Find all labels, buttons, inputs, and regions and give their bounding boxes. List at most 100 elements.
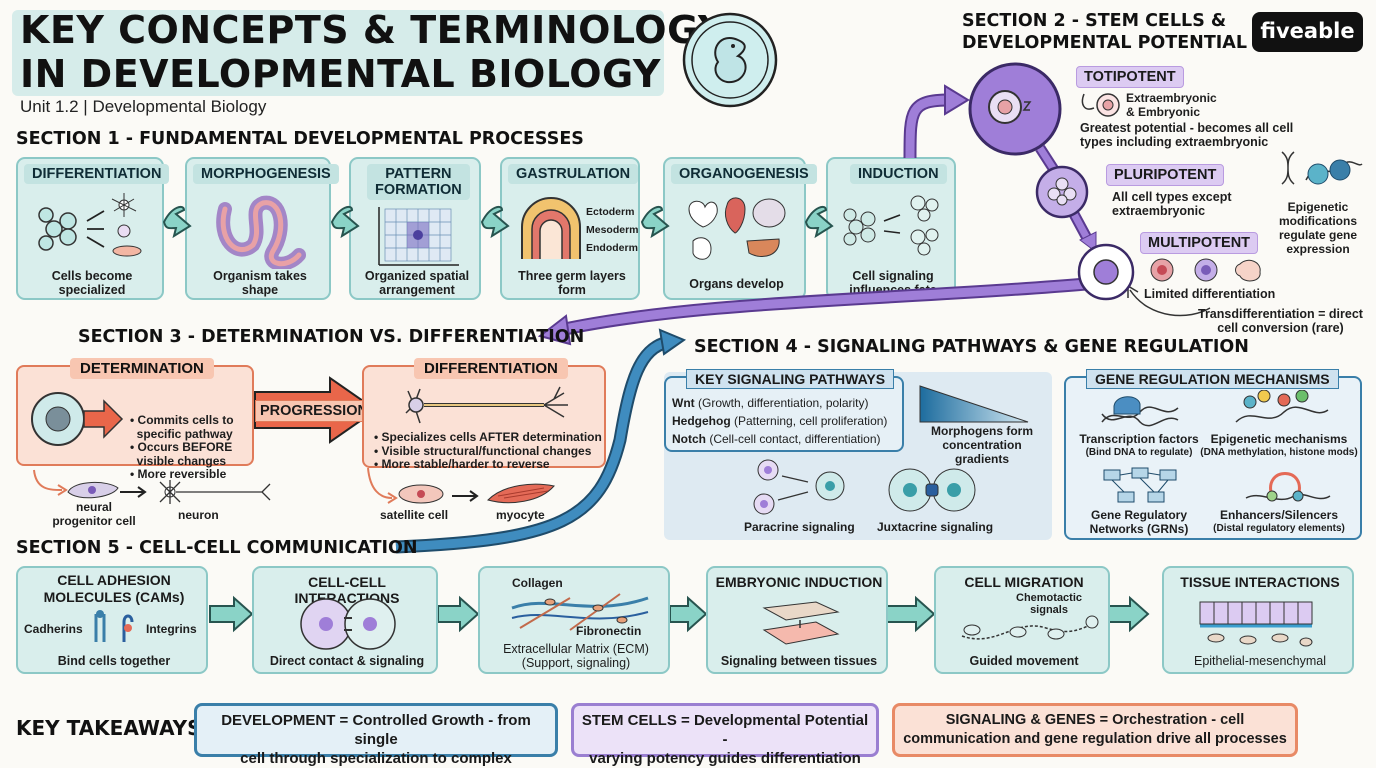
cadherins-label: Cadherins [24, 622, 83, 636]
arrow-icon [209, 595, 254, 633]
myocyte-icon [487, 483, 555, 504]
mig-label: CELL MIGRATION [964, 574, 1084, 590]
process-card-organogenesis: ORGANOGENESIS Organs develop [663, 157, 817, 300]
neuron-label: neuron [178, 508, 219, 522]
arrow-icon [330, 205, 360, 239]
layer-endoderm: Endoderm [586, 242, 638, 254]
takeaway-stem-cells: STEM CELLS = Developmental Potential -va… [571, 703, 879, 767]
myocyte-label: myocyte [496, 508, 545, 522]
section2-title: SECTION 2 - STEM CELLS &DEVELOPMENTAL PO… [962, 11, 1247, 53]
signaling-pathways-card: KEY SIGNALING PATHWAYS Wnt (Growth, diff… [664, 369, 904, 452]
card-label: DIFFERENTIATION [24, 164, 170, 184]
pattern-grid-icon [378, 207, 459, 266]
gastrula-icon [521, 197, 581, 259]
section3-title: SECTION 3 - DETERMINATION VS. DIFFERENTI… [78, 327, 585, 347]
cell-types-icon [1150, 258, 1261, 282]
tf-sub: (Bind DNA to regulate) [1085, 447, 1193, 458]
card-label: INDUCTION [850, 164, 947, 184]
organs-icon [688, 197, 786, 260]
epigenetic-mechanism-icon [1235, 390, 1329, 423]
multipotent-cell-icon [1077, 243, 1135, 301]
process-card-gastrulation: GASTRULATION Ectoderm Mesoderm Endoderm … [500, 157, 640, 300]
cci-caption: Direct contact & signaling [269, 654, 425, 668]
migration-path-icon [961, 615, 1099, 640]
differentiation-card: DIFFERENTIATION • Specializes cells AFTE… [362, 358, 606, 471]
takeaways-title: KEY TAKEAWAYS [16, 716, 202, 740]
section1-title: SECTION 1 - FUNDAMENTAL DEVELOPMENTAL PR… [16, 129, 584, 149]
paracrine-icon [753, 459, 845, 515]
determination-card: DETERMINATION • Commits cells to specifi… [16, 358, 254, 481]
totipotent-label: TOTIPOTENT [1076, 66, 1184, 88]
embryonic-induction-card: EMBRYONIC INDUCTION Signaling between ti… [706, 566, 888, 674]
gradient-wedge-icon [919, 385, 1029, 423]
tis-caption: Epithelial-mesenchymal [1193, 654, 1326, 668]
satellite-label: satellite cell [380, 508, 449, 522]
juxtacrine-icon [888, 468, 976, 512]
grn-icon [1103, 467, 1177, 503]
arrow-icon [1107, 595, 1150, 633]
title-line-1: KEY CONCEPTS & TERMINOLOGY [20, 8, 726, 52]
card-caption: Organs develop [689, 277, 784, 291]
cam-caption: Bind cells together [57, 654, 171, 668]
pathways-label: KEY SIGNALING PATHWAYS [686, 369, 895, 389]
arrow-icon [437, 595, 480, 633]
differentiation-label: DIFFERENTIATION [414, 358, 568, 379]
satellite-cell-icon [398, 484, 444, 504]
ecm-card: Collagen Fibronectin Extracellular Matri… [478, 566, 670, 674]
paracrine-label: Paracrine signaling [744, 520, 855, 534]
page-subtitle: Unit 1.2 | Developmental Biology [20, 97, 267, 116]
totipotent-note: Extraembryonic& Embryonic [1126, 91, 1217, 119]
arrow-icon [480, 205, 510, 239]
fiveable-logo[interactable]: fiveable [1252, 12, 1363, 52]
epi-title: Epigenetic mechanisms [1210, 432, 1348, 446]
tis-label: TISSUE INTERACTIONS [1180, 574, 1340, 590]
adhesion-molecules-icon [94, 610, 134, 642]
neuron-icon [405, 386, 568, 424]
transcription-factor-icon [1101, 396, 1179, 427]
card-label: ORGANOGENESIS [671, 164, 817, 184]
enh-sub: (Distal regulatory elements) [1213, 523, 1345, 534]
juxtacrine-label: Juxtacrine signaling [877, 520, 994, 534]
tissue-interactions-card: TISSUE INTERACTIONS Epithelial-mesenchym… [1162, 566, 1354, 674]
embryo-icon [682, 12, 778, 108]
layer-mesoderm: Mesoderm [586, 224, 639, 236]
page-title: KEY CONCEPTS & TERMINOLOGY IN DEVELOPMEN… [20, 8, 726, 96]
tf-title: Transcription factors [1079, 432, 1199, 446]
neuron-small-icon [159, 480, 271, 504]
section4-title: SECTION 4 - SIGNALING PATHWAYS & GENE RE… [694, 337, 1249, 357]
pluripotent-cell-icon [1035, 165, 1089, 219]
ecm-fibers-icon [511, 593, 649, 631]
cell-cell-interactions-card: CELL-CELL INTERACTIONS Direct contact & … [252, 566, 438, 674]
layer-ectoderm: Ectoderm [586, 206, 635, 218]
card-label: MORPHOGENESIS [193, 164, 339, 184]
integrins-label: Integrins [146, 622, 197, 636]
card-label: GASTRULATION [508, 164, 639, 184]
title-banner [12, 10, 664, 96]
epi-sub: (DNA methylation, histone mods) [1200, 447, 1358, 458]
section5-title: SECTION 5 - CELL-CELL COMMUNICATION [16, 538, 418, 558]
mig-caption: Guided movement [969, 654, 1079, 668]
pluripotent-label: PLURIPOTENT [1106, 164, 1225, 186]
arrow-icon [885, 595, 936, 633]
determination-bullets: • Commits cells to specific pathway• Occ… [130, 413, 234, 481]
arrow-icon [804, 205, 834, 239]
arrow-icon [640, 205, 670, 239]
enh-title: Enhancers/Silencers [1219, 508, 1339, 522]
epithelial-mesenchymal-icon [1199, 601, 1313, 647]
zygote-icon [1081, 93, 1120, 117]
